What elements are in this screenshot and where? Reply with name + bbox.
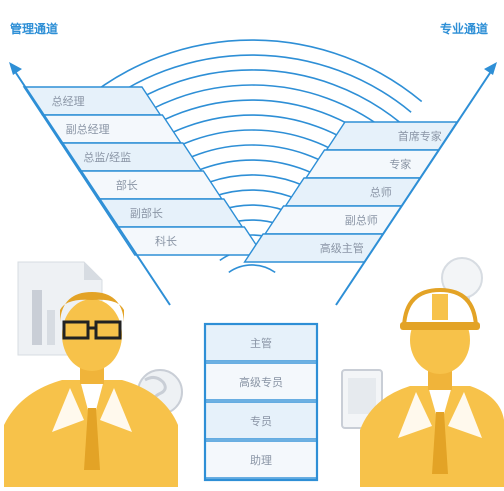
wave-arc (92, 54, 412, 113)
management-level-label: 总经理 (51, 95, 85, 108)
shared-level-label: 专员 (250, 414, 272, 428)
left-arrow-icon (9, 62, 171, 306)
management-level-label: 总监/经监 (83, 151, 132, 164)
shared-level-label: 助理 (250, 453, 272, 467)
professional-level-label: 总师 (369, 186, 392, 199)
professional-level-label: 副总师 (344, 214, 378, 227)
shared-rung (204, 440, 318, 479)
shared-rung (204, 362, 318, 401)
management-level-label: 科长 (154, 235, 177, 248)
wave-arc (228, 264, 276, 274)
professional-channel-title: 专业通道 (440, 22, 489, 36)
management-rung (115, 226, 265, 256)
management-level-label: 副部长 (129, 207, 163, 220)
professional-rung (284, 177, 422, 207)
engineer-avatar (360, 287, 504, 487)
management-channel-title: 管理通道 (10, 22, 59, 36)
management-ladder (22, 86, 265, 256)
shared-column (203, 322, 319, 482)
professional-rung (263, 205, 403, 235)
professional-level-label: 专家 (389, 158, 412, 171)
management-rung (22, 86, 162, 116)
professional-level-label: 首席专家 (397, 130, 442, 143)
professional-rung (304, 149, 440, 179)
shared-rung (204, 323, 318, 362)
management-rung (78, 170, 224, 200)
shared-level-label: 主管 (250, 336, 272, 350)
shared-column-frame (203, 322, 319, 482)
management-rung (96, 198, 244, 228)
management-level-label: 副总经理 (65, 123, 110, 136)
manager-avatar (4, 292, 178, 487)
right-arrow-icon (335, 62, 497, 306)
shared-level-label: 高级专员 (239, 375, 283, 389)
management-rung (41, 114, 183, 144)
professional-level-label: 高级主管 (319, 242, 364, 255)
wave-arc (81, 39, 423, 103)
management-level-label: 部长 (115, 179, 138, 192)
